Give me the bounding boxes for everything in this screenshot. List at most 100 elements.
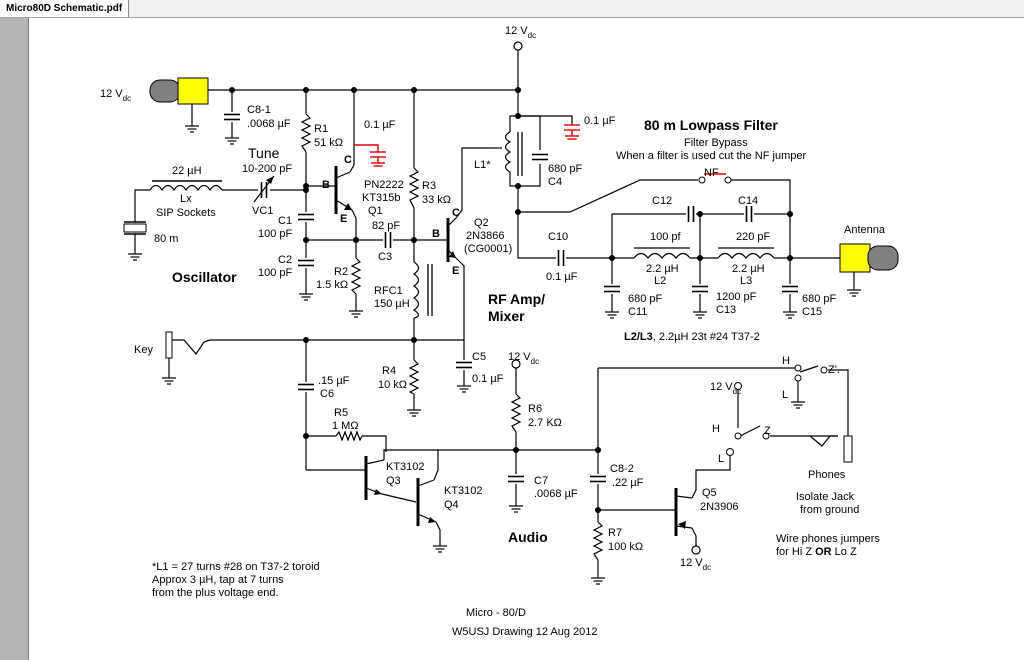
label-12v-switch: 12 Vdc: [710, 381, 741, 396]
junction-dots: [229, 87, 793, 513]
label-c7: C7: [534, 475, 548, 487]
note-l1-turns: *L1 = 27 turns #28 on T37-2 toroid: [152, 561, 320, 573]
label-l3: L3: [740, 275, 752, 287]
label-tune: Tune: [248, 145, 280, 161]
label-c8-1-value: .0068 µF: [247, 118, 291, 130]
components: [123, 41, 899, 585]
label-mixer: Mixer: [488, 308, 525, 324]
viewer-gutter: [0, 18, 29, 660]
label-lx: Lx: [180, 193, 192, 205]
label-q2-a: 2N3866: [466, 230, 505, 242]
label-r2: R2: [334, 266, 348, 278]
schematic-labels: 12 Vdc 12 Vdc C8-1 .0068 µF R1 51 kΩ 0.1…: [100, 25, 886, 638]
label-12v-audio: 12 Vdc: [508, 351, 539, 366]
label-l1: L1*: [474, 159, 491, 171]
label-phones: Phones: [808, 469, 846, 481]
label-red-cap: 0.1 µF: [364, 119, 396, 131]
label-c12: C12: [652, 195, 672, 207]
antenna-connector: [839, 243, 871, 273]
label-rf-amp: RF Amp/: [488, 291, 545, 307]
drawing-credit: W5USJ Drawing 12 Aug 2012: [452, 626, 598, 638]
label-antenna: Antenna: [844, 224, 886, 236]
label-r1: R1: [314, 123, 328, 135]
label-tune-value: 10-200 pF: [242, 163, 292, 175]
label-h2: H: [712, 423, 720, 435]
schematic-page: [29, 18, 1024, 660]
label-q3-part: KT3102: [386, 461, 425, 473]
label-key: Key: [134, 344, 153, 356]
note-l1-end: from the plus voltage end.: [152, 587, 279, 599]
document-tab[interactable]: Micro80D Schematic.pdf: [0, 0, 130, 17]
label-q5-part: 2N3906: [700, 501, 739, 513]
label-q3: Q3: [386, 475, 401, 487]
label-hi-lo-z: for Hi Z OR Lo Z: [776, 546, 857, 558]
label-12v-q5: 12 Vdc: [680, 557, 711, 572]
red-bypass-capacitor: [564, 124, 580, 140]
antenna-plug: [867, 245, 899, 271]
label-filter-bypass: Filter Bypass: [684, 137, 748, 149]
label-rfc1-value: 150 µH: [374, 298, 410, 310]
label-l2-value: 2.2 µH: [646, 263, 679, 275]
label-c6-value: .15 µF: [318, 375, 350, 387]
red-capacitor: [370, 151, 386, 167]
label-q1-c: C: [344, 154, 352, 166]
label-q1-b: B: [322, 179, 330, 191]
label-c3-value: 82 pF: [372, 220, 400, 232]
label-red-c4: 0.1 µF: [584, 115, 616, 127]
label-12v-left: 12 Vdc: [100, 88, 131, 103]
label-c8-2: C8-2: [610, 463, 634, 475]
label-c14: C14: [738, 195, 758, 207]
label-sip: SIP Sockets: [156, 207, 216, 219]
label-l1-switch: L: [782, 389, 788, 401]
label-rfc1: RFC1: [374, 285, 403, 297]
label-c5-value: 0.1 µF: [472, 373, 504, 385]
label-r4: R4: [382, 365, 396, 377]
label-r6: R6: [528, 403, 542, 415]
label-c13: C13: [716, 304, 736, 316]
label-q2-b: B: [432, 228, 440, 240]
label-q2-e: E: [452, 265, 459, 277]
label-c11: C11: [628, 306, 647, 318]
label-r5: R5: [334, 407, 348, 419]
label-c3: C3: [378, 251, 392, 263]
label-12v-top: 12 Vdc: [505, 25, 536, 40]
label-q2-b-part: (CG0001): [464, 243, 512, 255]
label-r6-value: 2.7 KΩ: [528, 417, 562, 429]
power-plug: [149, 79, 181, 103]
label-r3-value: 33 kΩ: [422, 194, 451, 206]
power-connector: [177, 77, 209, 105]
label-q1-a: PN2222: [364, 179, 404, 191]
drawing-title: Micro - 80/D: [466, 607, 526, 619]
label-z2: Z: [764, 425, 771, 437]
label-q4-part: KT3102: [444, 485, 483, 497]
label-c5: C5: [472, 351, 486, 363]
label-filter-note: When a filter is used cut the NF jumper: [616, 150, 806, 162]
tab-bar: Micro80D Schematic.pdf: [0, 0, 1024, 18]
label-r7-value: 100 kΩ: [608, 541, 643, 553]
label-h1: H: [782, 355, 790, 367]
label-c13-value: 1200 pF: [716, 291, 757, 303]
label-q1: Q1: [368, 205, 383, 217]
label-c15-value: 680 pF: [802, 293, 837, 305]
label-z1: Z'.: [828, 364, 840, 376]
label-lowpass-filter: 80 m Lowpass Filter: [644, 117, 778, 133]
label-from-ground: from ground: [800, 504, 859, 516]
label-c15: C15: [802, 306, 822, 318]
label-oscillator: Oscillator: [172, 269, 237, 285]
label-c6: C6: [320, 388, 334, 400]
label-wire-jumpers: Wire phones jumpers: [776, 533, 880, 545]
note-l1-approx: Approx 3 µH, tap at 7 turns: [152, 574, 284, 586]
label-q2: Q2: [474, 217, 489, 229]
label-c10-value: 0.1 µF: [546, 271, 578, 283]
label-audio: Audio: [508, 529, 548, 545]
label-c12-value: 100 pf: [650, 231, 682, 243]
label-c4-value: 680 pF: [548, 163, 583, 175]
label-c8-1: C8-1: [247, 104, 271, 116]
label-isolate-jack: Isolate Jack: [796, 491, 855, 503]
label-c1-value: 100 pF: [258, 228, 293, 240]
label-c11-value: 680 pF: [628, 293, 663, 305]
label-c14-value: 220 pF: [736, 231, 771, 243]
label-c2: C2: [278, 254, 292, 266]
label-q1-b-part: KT315b: [362, 192, 401, 204]
